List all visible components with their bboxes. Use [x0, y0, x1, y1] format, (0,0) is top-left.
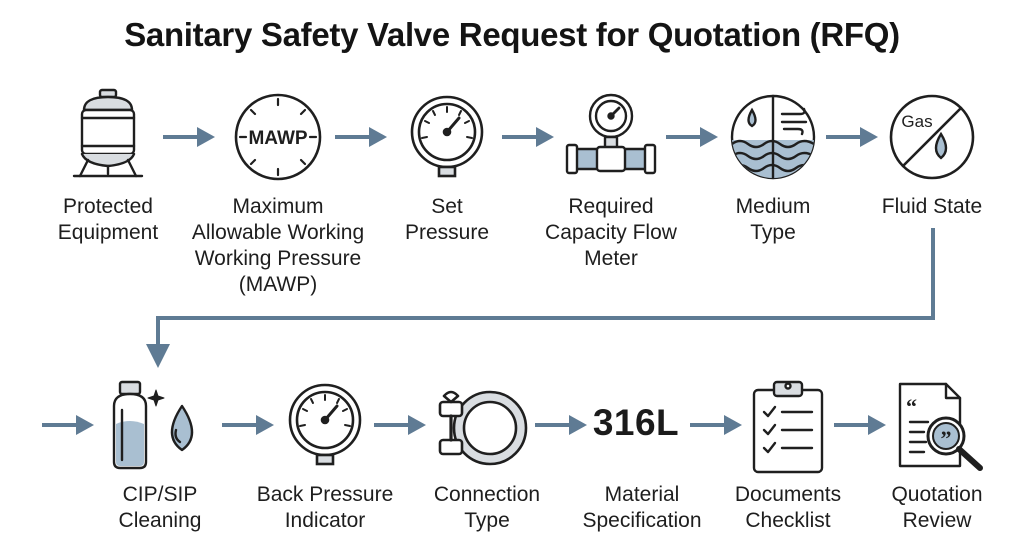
- material-text: 316L: [586, 402, 686, 444]
- label-line: Required: [568, 195, 654, 218]
- flow-meter-icon: [563, 92, 659, 182]
- gas-icon-text: Gas: [901, 112, 932, 131]
- label-line: (MAWP): [238, 273, 318, 296]
- mawp-icon-text: MAWP: [248, 128, 307, 149]
- label-line: Medium: [735, 195, 811, 218]
- quote-review-icon: “ ”: [894, 380, 994, 476]
- svg-text:”: ”: [941, 426, 952, 451]
- back-pressure-gauge-icon: [283, 382, 367, 466]
- label-line: Type: [464, 509, 510, 532]
- page-title: Sanitary Safety Valve Request for Quotat…: [124, 16, 900, 53]
- step-label-required-capacity: Required Capacity Flow Meter: [531, 194, 691, 272]
- label-line: Indicator: [284, 509, 366, 532]
- label-line: Back Pressure: [256, 483, 394, 506]
- label-line: Quotation: [891, 483, 983, 506]
- checklist-icon: [750, 378, 826, 474]
- step-label-quotation: Quotation Review: [872, 482, 1002, 534]
- step-label-documents: Documents Checklist: [718, 482, 858, 534]
- arrow-right-icon: [222, 413, 276, 437]
- label-line: Review: [902, 509, 972, 532]
- arrow-right-icon: [42, 413, 96, 437]
- arrow-right-icon: [335, 125, 389, 149]
- label-line: Equipment: [57, 221, 159, 244]
- mawp-gauge-icon: MAWP: [233, 92, 323, 182]
- cip-sip-icon: [104, 378, 214, 473]
- label-line: Pressure: [404, 221, 490, 244]
- tank-icon: [68, 88, 148, 178]
- label-line: Fluid State: [881, 195, 983, 218]
- svg-text:“: “: [906, 394, 917, 419]
- arrow-right-icon: [666, 125, 720, 149]
- label-line: Meter: [584, 247, 638, 270]
- step-label-cip-sip: CIP/SIP Cleaning: [95, 482, 225, 534]
- label-line: Set: [431, 195, 463, 218]
- label-line: Documents: [734, 483, 842, 506]
- arrow-right-icon: [690, 413, 744, 437]
- label-line: Specification: [582, 509, 702, 532]
- label-line: Cleaning: [118, 509, 202, 532]
- label-line: Working Pressure: [194, 247, 362, 270]
- label-line: Capacity Flow: [545, 221, 677, 244]
- step-label-back-pressure: Back Pressure Indicator: [245, 482, 405, 534]
- pressure-gauge-icon: [405, 94, 489, 178]
- step-label-mawp: Maximum Allowable Working Working Pressu…: [183, 194, 373, 298]
- label-line: Allowable Working: [191, 221, 365, 244]
- step-label-material: Material Specification: [567, 482, 717, 534]
- step-label-connection-type: Connection Type: [417, 482, 557, 534]
- arrow-right-icon: [834, 413, 888, 437]
- arrow-right-icon: [826, 125, 880, 149]
- medium-icon: [728, 92, 818, 182]
- step-label-fluid-state: Fluid State: [862, 194, 1002, 220]
- label-line: Connection: [433, 483, 541, 506]
- step-label-set-pressure: Set Pressure: [387, 194, 507, 246]
- arrow-right-icon: [535, 413, 589, 437]
- label-line: Material: [604, 483, 680, 506]
- label-line: Maximum: [232, 195, 324, 218]
- fluid-state-icon: Gas: [887, 92, 977, 182]
- label-line: CIP/SIP: [122, 483, 198, 506]
- arrow-right-icon: [374, 413, 428, 437]
- label-line: Type: [750, 221, 796, 244]
- material-grade-text: 316L: [592, 402, 680, 443]
- step-label-protected-equipment: Protected Equipment: [38, 194, 178, 246]
- label-line: Checklist: [745, 509, 831, 532]
- clamp-icon: [434, 382, 534, 472]
- arrow-right-icon: [502, 125, 556, 149]
- label-line: Protected: [63, 195, 153, 218]
- arrow-right-icon: [163, 125, 217, 149]
- step-label-medium-type: Medium Type: [713, 194, 833, 246]
